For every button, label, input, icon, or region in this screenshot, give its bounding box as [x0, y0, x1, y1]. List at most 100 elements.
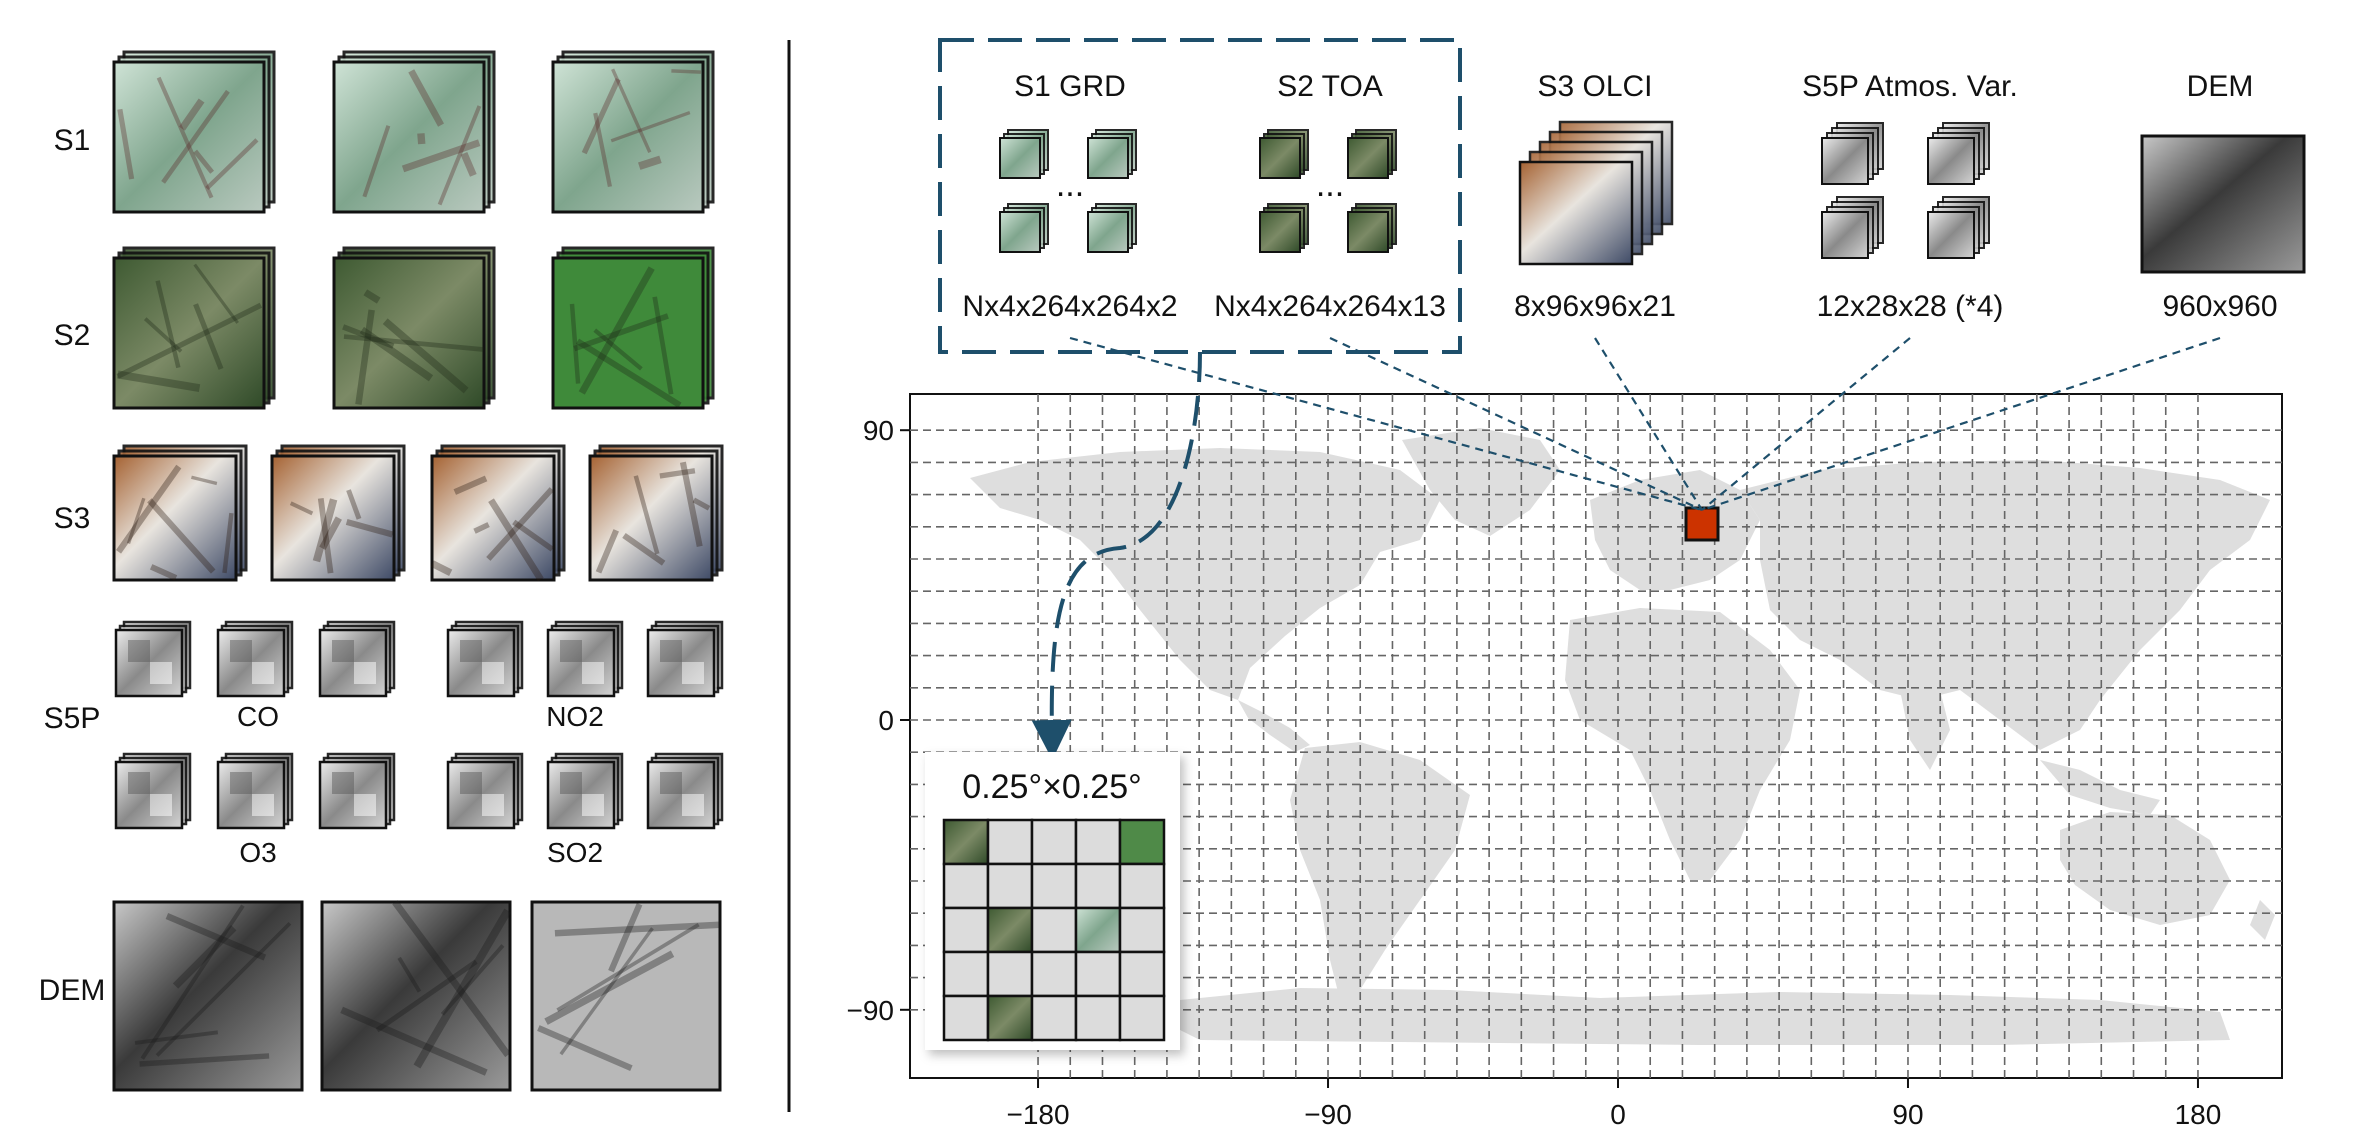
- modality-title-s3: S3 OLCI: [1537, 70, 1652, 103]
- s2-sample-3: [551, 246, 715, 410]
- s5p-sample-10: [446, 752, 524, 830]
- s5p-sample-3: [318, 620, 396, 698]
- s5p-sample-5: [546, 620, 624, 698]
- s5p-atmos-tile-1: [1821, 122, 1884, 185]
- s2-toa-tile-1: [1259, 129, 1309, 179]
- s3-sample-3: [430, 444, 566, 582]
- s1-grd-ellipsis: ...: [1056, 166, 1084, 204]
- modality-shape-s1: Nx4x264x264x2: [962, 290, 1177, 323]
- patch-cell: [942, 906, 990, 954]
- zoom-arrow: [1031, 351, 1202, 760]
- patch-cell: [986, 994, 1034, 1042]
- s2-toa-tile-2: [1347, 129, 1397, 179]
- land-south-america: [1290, 742, 1470, 1000]
- patch-cell: [1074, 994, 1122, 1042]
- s1-grd-tile-2: [1087, 129, 1137, 179]
- patch-cell: [986, 818, 1034, 866]
- s1-grd-tile-3: [999, 203, 1049, 253]
- patch-cell: [1118, 818, 1166, 866]
- land-nz: [2250, 900, 2275, 940]
- dem-sample-1: [112, 900, 304, 1092]
- s3-olci-stack: [1518, 120, 1674, 266]
- y-tick-0: 90: [863, 415, 894, 446]
- s5p-group-o3: O3: [239, 837, 276, 868]
- patch-cell: [1118, 906, 1166, 954]
- s3-sample-4: [588, 444, 724, 582]
- s3-sample-2: [270, 444, 406, 582]
- land-australia: [2060, 812, 2230, 925]
- s5p-group-so2: SO2: [547, 837, 603, 868]
- patch-cell: [1030, 818, 1078, 866]
- row-label-dem: DEM: [39, 974, 106, 1007]
- x-tick-2: 0: [1610, 1099, 1626, 1130]
- s2-sample-1: [112, 246, 276, 410]
- s5p-group-co: CO: [237, 701, 279, 732]
- patch-cell: [986, 950, 1034, 998]
- s5p-sample-2: [216, 620, 294, 698]
- s1-grd-tile-4: [1087, 203, 1137, 253]
- patch-cell: [986, 862, 1034, 910]
- s5p-group-no2: NO2: [546, 701, 604, 732]
- patch-grid: [942, 818, 1166, 1042]
- s5p-sample-12: [646, 752, 724, 830]
- patch-cell: [942, 994, 990, 1042]
- patch-cell: [1074, 950, 1122, 998]
- land-europe: [1590, 470, 1760, 590]
- modality-shape-s2: Nx4x264x264x13: [1214, 290, 1446, 323]
- hr-modalities-box: [938, 38, 1462, 354]
- patch-cell: [1118, 862, 1166, 910]
- s5p-sample-6: [646, 620, 724, 698]
- land-africa: [1565, 608, 1800, 880]
- patch-cell: [1074, 862, 1122, 910]
- landmasses: [970, 428, 2275, 1045]
- patch-cell: [1030, 862, 1078, 910]
- patch-title: 0.25°×0.25°: [962, 768, 1141, 806]
- land-greenland: [1402, 428, 1560, 536]
- leader-lines: [1069, 336, 2221, 512]
- patch-cell: [1074, 906, 1122, 954]
- y-tick-1: 0: [878, 705, 894, 736]
- land-india: [1900, 690, 1950, 770]
- row-label-s1: S1: [54, 124, 91, 157]
- patch-inset: 0.25°×0.25°: [925, 752, 1180, 1050]
- s2-sample-2: [332, 246, 496, 410]
- patch-cell: [942, 950, 990, 998]
- x-tick-4: 180: [2175, 1099, 2222, 1130]
- row-label-s2: S2: [54, 319, 91, 352]
- patch-cell: [1030, 994, 1078, 1042]
- patch-cell: [942, 818, 990, 866]
- modality-shape-dem: 960x960: [2162, 290, 2277, 323]
- y-tick-2: −90: [847, 995, 895, 1026]
- modality-title-s1: S1 GRD: [1014, 70, 1126, 103]
- s5p-atmos-tile-3: [1821, 196, 1884, 259]
- modality-shape-s5p: 12x28x28 (*4): [1817, 290, 2004, 323]
- s5p-sample-9: [318, 752, 396, 830]
- patch-cell: [1030, 906, 1078, 954]
- x-tick-3: 90: [1892, 1099, 1923, 1130]
- s5p-sample-11: [546, 752, 624, 830]
- patch-cell: [942, 862, 990, 910]
- modality-title-s2: S2 TOA: [1277, 70, 1383, 103]
- dem-sample-2: [320, 900, 512, 1092]
- land-central-america: [1238, 700, 1310, 752]
- patch-cell: [986, 906, 1034, 954]
- s1-sample-2: [332, 50, 496, 214]
- modality-shape-s3: 8x96x96x21: [1514, 290, 1676, 323]
- patch-cell: [1118, 950, 1166, 998]
- s2-toa-tile-4: [1347, 203, 1397, 253]
- s1-sample-3: [551, 50, 715, 214]
- s1-sample-1: [112, 50, 276, 214]
- s5p-sample-4: [446, 620, 524, 698]
- s2-toa-tile-3: [1259, 203, 1309, 253]
- modality-headers: S1 GRD Nx4x264x264x2 S2 TOA Nx4x264x264x13 S…: [962, 70, 2306, 323]
- row-label-s3: S3: [54, 502, 91, 535]
- x-tick-0: −180: [1007, 1099, 1070, 1130]
- modality-title-s5p: S5P Atmos. Var.: [1802, 70, 2018, 103]
- patch-cell: [1118, 994, 1166, 1042]
- s5p-sample-8: [216, 752, 294, 830]
- patch-cell: [1030, 950, 1078, 998]
- dem-tile: [2140, 134, 2306, 274]
- land-se-asia: [2040, 760, 2160, 815]
